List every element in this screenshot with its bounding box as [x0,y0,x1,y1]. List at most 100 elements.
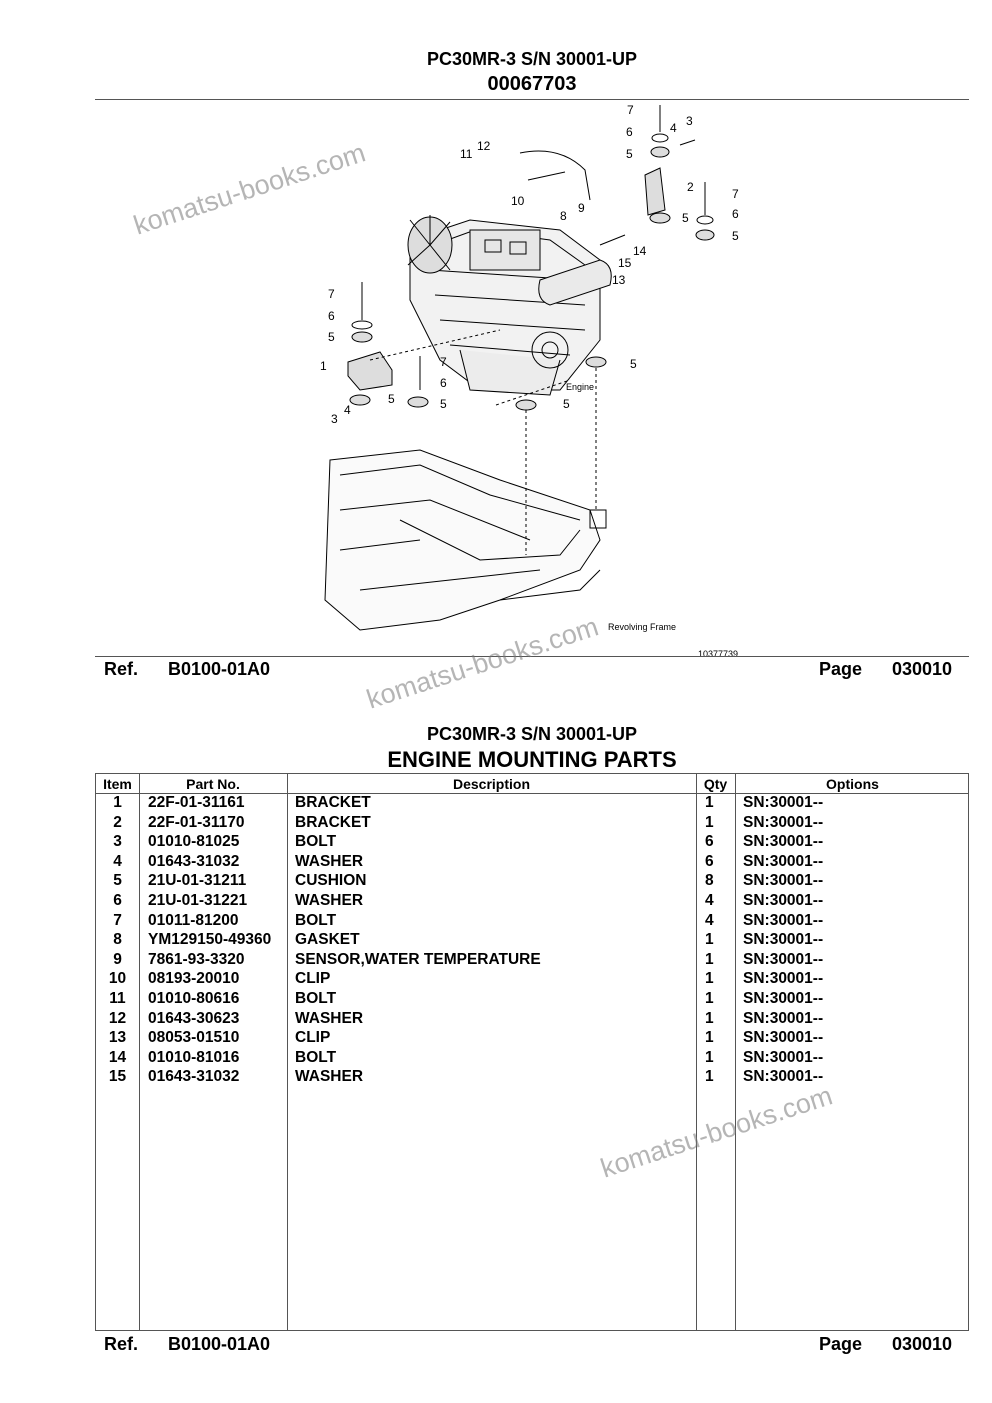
cell-part-no: 01643-31032 [148,1068,240,1086]
callout-5-a: 5 [626,147,633,161]
cell-description: CLIP [295,1029,331,1047]
ref-value-top: B0100-01A0 [168,659,271,679]
callout-5-f: 5 [563,397,570,411]
frame-sublabel: Revolving Frame [608,622,676,632]
cell-item: 15 [108,1068,127,1086]
page-value-top: 030010 [892,659,953,679]
engine-mounting-diagram: 7 6 5 4 3 2 7 6 5 12 11 10 8 9 14 15 13 … [320,103,739,659]
cell-description: WASHER [295,852,364,870]
cell-part-no: 08193-20010 [148,970,240,988]
cell-description: BOLT [295,990,337,1007]
callout-6-b: 6 [732,207,739,221]
cell-description: GASKET [295,931,360,949]
cell-options: SN:30001-- [743,852,824,870]
cell-options: SN:30001-- [743,1048,824,1066]
callout-7-c: 7 [328,287,335,301]
cell-part-no: 01643-30623 [148,1009,240,1027]
callout-5-h: 5 [682,211,689,225]
cell-item: 6 [113,892,122,909]
callout-3-b: 3 [331,412,338,426]
cell-item: 8 [113,931,122,949]
cell-qty: 1 [705,950,714,968]
callout-7-d: 7 [440,355,447,369]
cell-description: BRACKET [295,813,371,831]
callout-1: 1 [320,359,327,373]
diagram-figure-number: 00067703 [487,73,577,95]
cell-qty: 4 [705,892,714,909]
cell-part-no: 01010-80616 [148,990,240,1007]
callout-4-a: 4 [670,121,677,135]
cell-qty: 1 [705,1009,714,1027]
cell-description: BOLT [295,1048,337,1066]
callout-15: 15 [618,256,632,270]
callout-7-a: 7 [627,103,634,117]
cell-item: 9 [113,950,122,968]
callout-7-b: 7 [732,187,739,201]
cell-qty: 1 [705,970,714,988]
cell-part-no: YM129150-49360 [148,931,272,949]
cell-part-no: 22F-01-31161 [148,794,245,811]
cell-part-no: 22F-01-31170 [148,813,245,831]
cell-options: SN:30001-- [743,833,824,851]
cell-item: 5 [113,872,122,890]
cell-item: 1 [113,794,122,811]
callout-2: 2 [687,180,694,194]
page-label-bottom: Page [819,1334,863,1354]
header-qty: Qty [703,776,728,792]
cell-qty: 1 [705,1029,714,1047]
callout-5-g: 5 [630,357,637,371]
table-row: 2 22F-01-31170 BRACKET 1 SN:30001-- [96,814,968,834]
callout-6-c: 6 [328,309,335,323]
cell-options: SN:30001-- [743,931,824,949]
callout-8: 8 [560,209,567,223]
cell-options: SN:30001-- [743,950,824,968]
ref-value-bottom: B0100-01A0 [168,1334,271,1354]
cell-part-no: 7861-93-3320 [148,950,245,968]
diagram-bottom-divider [95,656,969,657]
cell-description: WASHER [295,892,364,909]
cell-item: 14 [108,1048,127,1066]
cell-options: SN:30001-- [743,1068,824,1086]
callout-13: 13 [612,273,626,287]
cell-qty: 1 [705,794,714,811]
cell-options: SN:30001-- [743,911,824,929]
cell-item: 11 [109,990,126,1007]
callout-5-b: 5 [732,229,739,243]
cell-description: WASHER [295,1068,364,1086]
callout-6-a: 6 [626,125,633,139]
cell-item: 10 [108,970,127,988]
diagram-model: PC30MR-3 S/N 30001-UP [426,49,638,69]
cell-item: 2 [113,813,122,831]
cell-options: SN:30001-- [743,892,824,909]
cell-item: 13 [108,1029,127,1047]
cell-part-no: 01010-81016 [148,1048,240,1066]
cell-item: 3 [113,833,122,851]
cell-description: WASHER [295,1009,364,1027]
cell-part-no: 01010-81025 [148,833,240,851]
parts-model: PC30MR-3 S/N 30001-UP [426,724,638,744]
header-description: Description [452,776,530,792]
callout-3-a: 3 [686,114,693,128]
cell-qty: 1 [705,813,714,831]
callout-12: 12 [477,139,491,153]
cell-options: SN:30001-- [743,813,824,831]
ref-label-top: Ref. [104,659,139,679]
engine-sublabel: Engine [566,382,594,392]
cell-description: BOLT [295,833,337,851]
cell-part-no: 21U-01-31221 [148,892,248,909]
callout-4-b: 4 [344,403,351,417]
diagram-divider [95,99,969,100]
cell-qty: 4 [705,911,714,929]
callout-6-d: 6 [440,376,447,390]
